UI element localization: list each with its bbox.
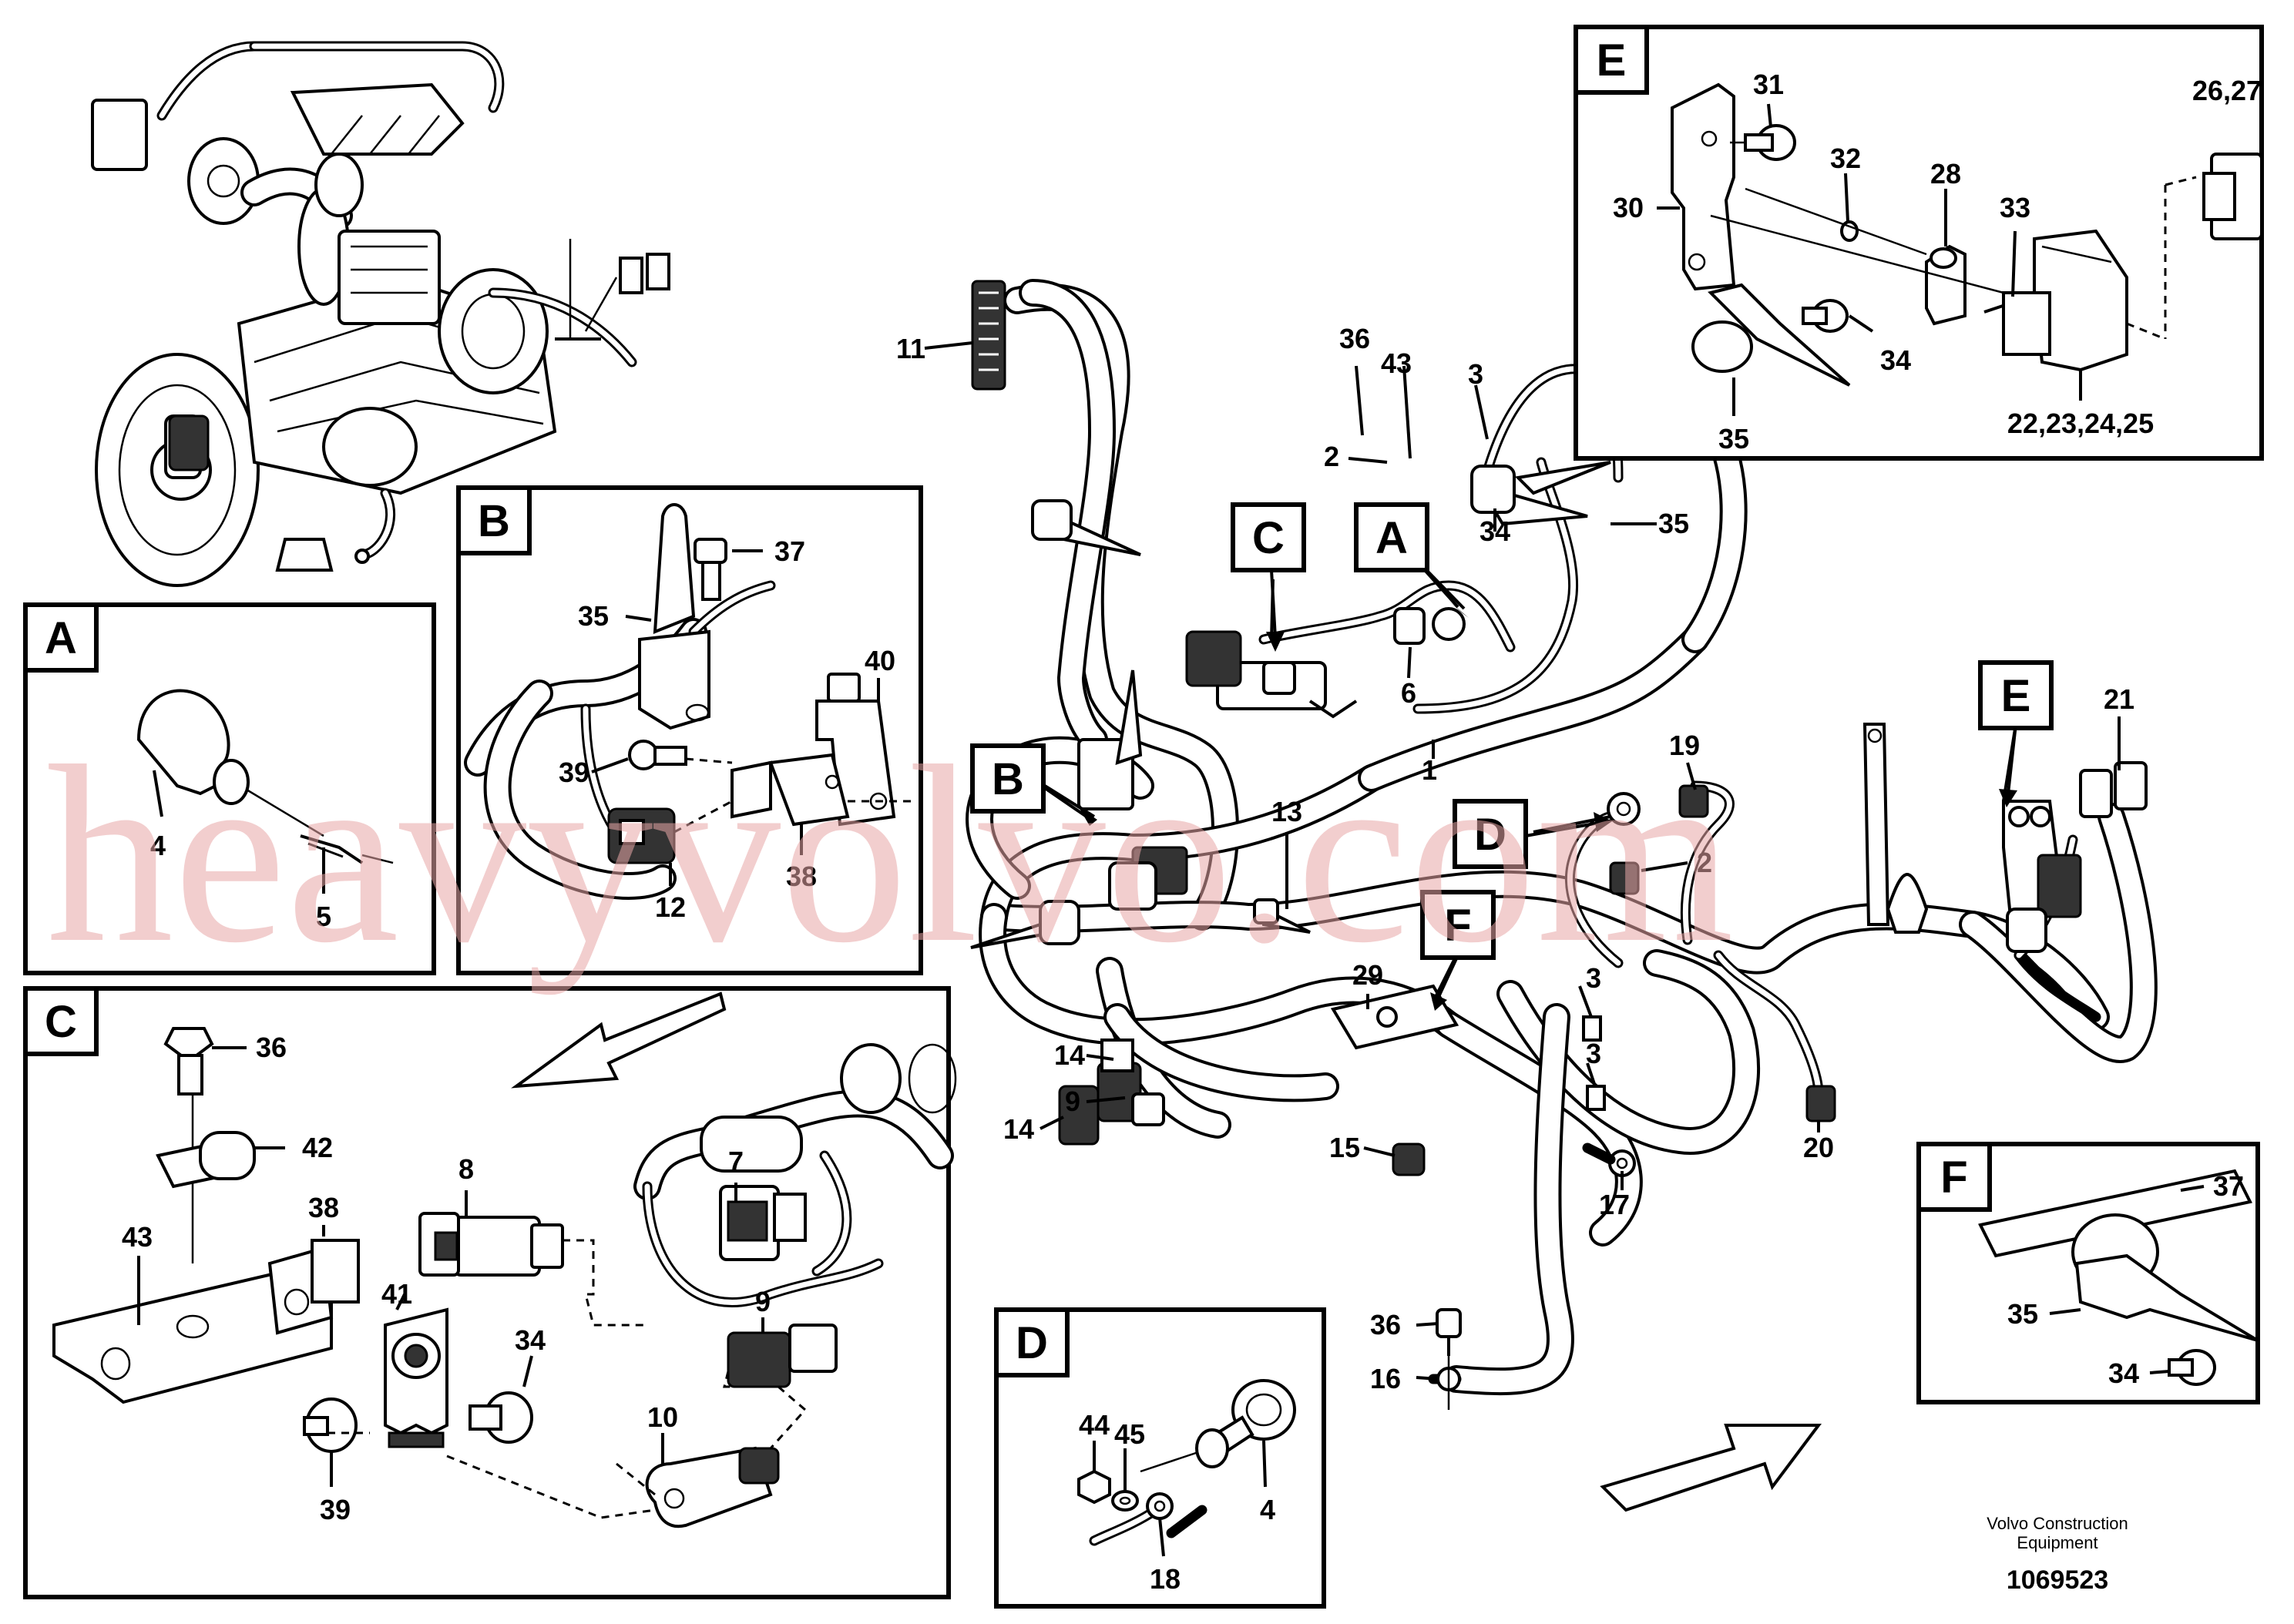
panel-c-letter: C [45,997,77,1047]
credit-line-1: Volvo Construction [1987,1514,2128,1533]
main-label-36-lower: 36 [1370,1309,1401,1340]
panel-b-label-38: 38 [786,861,817,892]
main-label-2: 2 [1324,441,1339,472]
main-label-29: 29 [1352,959,1383,991]
panel-d-label-4: 4 [1260,1494,1275,1525]
detail-letter-a: A [1375,513,1408,563]
detail-letter-b: B [992,754,1024,804]
detail-panel-e: E [1574,25,2264,461]
panel-b-label-39: 39 [559,757,589,788]
detail-letter-c: C [1252,513,1285,563]
panel-e-label-33: 33 [2000,192,2030,223]
main-label-3: 3 [1468,358,1483,390]
panel-a-letter: A [45,613,77,663]
credit-line-2: Equipment [2017,1533,2098,1552]
panel-c-label-41: 41 [381,1278,412,1310]
main-label-21: 21 [2104,683,2134,715]
panel-a-label-4: 4 [150,830,166,861]
main-label-16: 16 [1370,1363,1401,1394]
panel-e-label-35: 35 [1718,423,1749,455]
main-detail-letters: C A B D E F [970,502,2054,960]
panel-e-letter: E [1597,35,1627,86]
main-label-2-lower: 2 [1697,847,1712,878]
detail-panel-d: D 44 45 4 18 [994,1307,1326,1609]
connector-11 [971,280,1006,391]
panel-c-label-10: 10 [647,1401,678,1433]
panel-b-label-12: 12 [655,891,686,923]
panel-c-label-39: 39 [320,1494,351,1525]
main-label-35: 35 [1658,508,1689,539]
panel-d-label-45: 45 [1114,1418,1145,1450]
panel-c-label-42: 42 [302,1132,333,1163]
main-label-15: 15 [1329,1132,1360,1163]
main-label-14-lower: 14 [1003,1113,1034,1145]
main-label-1: 1 [1422,754,1437,786]
detail-letter-f: F [1444,901,1471,951]
panel-c-label-34: 34 [515,1324,546,1356]
main-label-36: 36 [1339,323,1370,354]
main-label-43: 43 [1381,347,1412,379]
main-label-17: 17 [1599,1189,1630,1220]
main-label-13: 13 [1271,796,1302,827]
panel-e-label-28: 28 [1930,158,1961,190]
panel-b-label-40: 40 [865,645,895,676]
main-label-34: 34 [1480,515,1510,547]
main-label-19: 19 [1669,730,1700,761]
direction-arrow-left [511,992,727,1089]
panel-c-label-9: 9 [755,1286,771,1317]
main-part-labels: 11 36 43 3 2 35 34 6 1 13 19 2 21 29 3 1… [896,323,2134,1394]
detail-panel-f: F 37 35 34 [1916,1142,2260,1404]
main-label-3-mid: 3 [1586,962,1601,994]
panel-c-label-43: 43 [122,1221,153,1253]
figure-number: 1069523 [2007,1565,2108,1595]
panel-e-label-32: 32 [1830,143,1861,174]
panel-e-label-31: 31 [1753,69,1784,100]
panel-e-label-30: 30 [1613,192,1644,223]
detail-panel-b: B [456,485,923,975]
panel-c-label-7: 7 [728,1146,744,1177]
main-label-3-low: 3 [1586,1038,1601,1069]
panel-b-label-37: 37 [774,535,805,567]
panel-c-label-38: 38 [308,1192,339,1223]
panel-d-label-44: 44 [1079,1409,1110,1441]
panel-e-label-26-27: 26,27 [2192,75,2262,106]
main-label-6: 6 [1401,677,1416,709]
main-label-11: 11 [896,333,925,364]
panel-c-label-36: 36 [256,1032,287,1063]
engine-illustration [91,41,670,587]
panel-f-label-34: 34 [2108,1357,2139,1389]
watermark-text: heavyvolvo.com [46,714,1734,995]
panel-f-label-35: 35 [2007,1298,2038,1330]
detail-panel-c: C [23,986,957,1599]
panel-a-label-5: 5 [316,901,331,932]
panel-d-label-18: 18 [1150,1563,1181,1595]
panel-c-label-8: 8 [458,1153,474,1185]
main-label-9: 9 [1065,1085,1080,1117]
detail-letter-d: D [1474,810,1506,860]
panel-e-label-34: 34 [1880,344,1911,376]
main-label-14-upper: 14 [1054,1039,1085,1071]
panel-b-label-35: 35 [578,600,609,632]
detail-panel-a: A 4 5 [23,602,436,975]
panel-f-label-37: 37 [2213,1170,2244,1202]
direction-arrow-right [1600,1424,1822,1512]
panel-e-label-22-25: 22,23,24,25 [2007,408,2154,439]
main-label-20: 20 [1803,1132,1834,1163]
panel-f-letter: F [1940,1153,1967,1203]
panel-d-letter: D [1016,1318,1048,1368]
panel-b-letter: B [478,496,510,546]
main-harness [966,279,2158,1410]
detail-letter-e: E [2001,671,2031,721]
